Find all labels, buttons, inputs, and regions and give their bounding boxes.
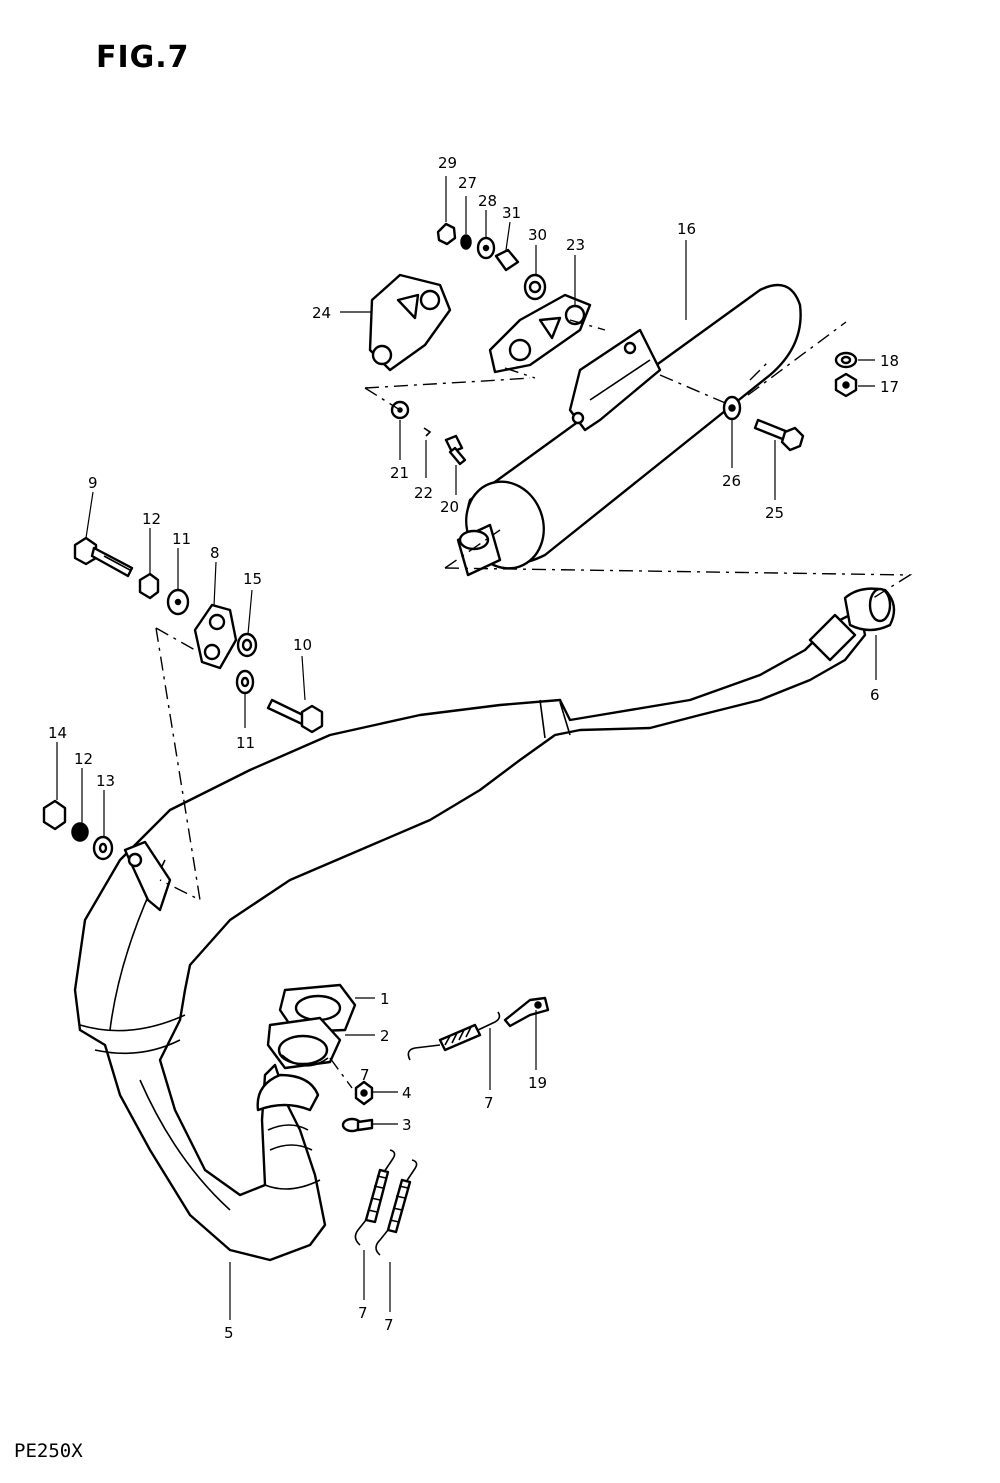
callout-27: 27 <box>458 174 477 192</box>
mount-hardware-stack <box>436 222 547 301</box>
silencer-front-hardware <box>390 400 467 466</box>
lock-washer-12 <box>71 822 89 842</box>
silencer-bracket-left <box>368 273 452 372</box>
pipe-hanger-bracket <box>193 603 238 670</box>
callout-26: 26 <box>722 472 741 490</box>
callout-23: 23 <box>566 236 585 254</box>
model-code: PE250X <box>14 1440 83 1462</box>
callout-13: 13 <box>96 772 115 790</box>
callout-1: 1 <box>380 990 390 1008</box>
callout-12-lower: 12 <box>74 750 93 768</box>
callout-20: 20 <box>440 498 459 516</box>
washer-15 <box>236 632 258 658</box>
spring-hook <box>503 996 550 1028</box>
nut-14 <box>42 799 67 831</box>
silencer-nut-washer <box>834 351 858 398</box>
spring-horizontal <box>407 1011 501 1061</box>
callout-7-horizontal: 7 <box>484 1094 494 1112</box>
assembly-lines <box>155 319 913 1089</box>
callout-7-spring-left: 7 <box>358 1304 368 1322</box>
washer-upper <box>166 588 190 616</box>
figure-title: FIG.7 <box>96 40 190 75</box>
callout-28: 28 <box>478 192 497 210</box>
callout-30: 30 <box>528 226 547 244</box>
callout-16: 16 <box>677 220 696 238</box>
washer-13 <box>92 835 114 861</box>
silencer <box>456 283 802 577</box>
callout-21: 21 <box>390 464 409 482</box>
callout-25: 25 <box>765 504 784 522</box>
callout-leaders <box>56 176 877 1320</box>
callout-14: 14 <box>48 724 67 742</box>
washer-lower <box>235 669 255 695</box>
exhaust-flange <box>266 1016 342 1070</box>
hanger-bolt-long <box>73 536 134 578</box>
callout-11-lower: 11 <box>236 734 255 752</box>
callout-19: 19 <box>528 1074 547 1092</box>
callout-15: 15 <box>243 570 262 588</box>
outlet-joint <box>808 587 896 662</box>
callout-5: 5 <box>224 1324 234 1342</box>
spring-vertical-left <box>354 1149 396 1246</box>
callout-4: 4 <box>402 1084 412 1102</box>
callout-7-small: 7 <box>360 1066 370 1084</box>
callout-6: 6 <box>870 686 880 704</box>
callout-31: 31 <box>502 204 521 222</box>
flange-bolt <box>341 1117 374 1133</box>
callout-22: 22 <box>414 484 433 502</box>
callout-7-spring-right: 7 <box>384 1316 394 1334</box>
callout-numbers: 29 27 28 31 30 23 16 24 18 17 21 22 20 2… <box>48 154 899 1342</box>
flange-nut <box>354 1080 374 1106</box>
callout-12-upper: 12 <box>142 510 161 528</box>
callout-24: 24 <box>312 304 331 322</box>
silencer-bracket-right <box>488 293 592 374</box>
callout-2: 2 <box>380 1027 390 1045</box>
spring-vertical-right <box>375 1159 418 1256</box>
silencer-rear-hardware <box>722 395 805 452</box>
callout-17: 17 <box>880 378 899 396</box>
nut-upper <box>138 572 160 600</box>
callout-3: 3 <box>402 1116 412 1134</box>
callout-9: 9 <box>88 474 98 492</box>
callout-11-upper: 11 <box>172 530 191 548</box>
hanger-bolt-short <box>266 698 324 734</box>
callout-18: 18 <box>880 352 899 370</box>
callout-8: 8 <box>210 544 220 562</box>
exhaust-pipe <box>73 608 867 1262</box>
callout-10: 10 <box>293 636 312 654</box>
callout-29: 29 <box>438 154 457 172</box>
